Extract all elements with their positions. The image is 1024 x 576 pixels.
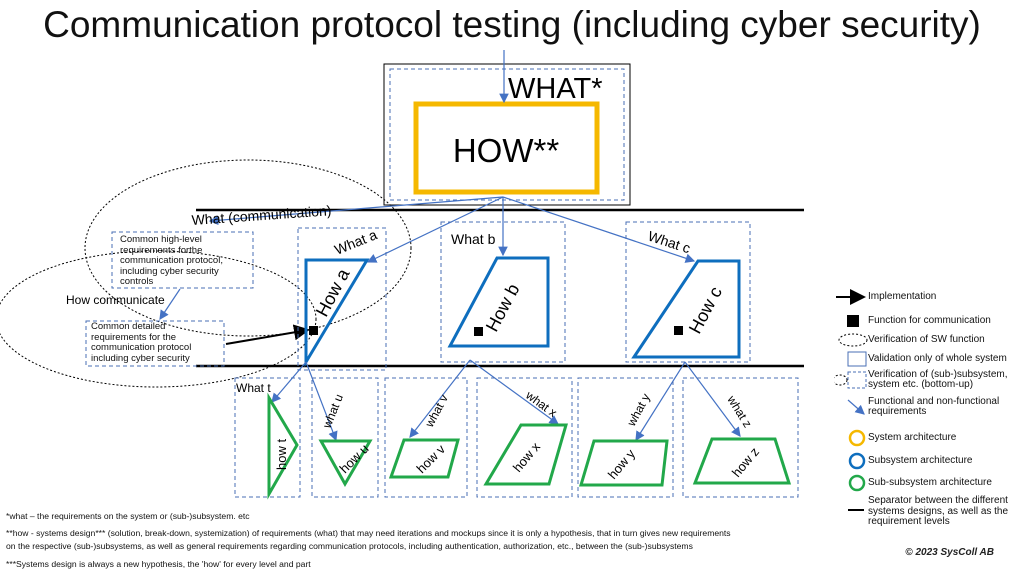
dotted-ellipse-icon: [838, 333, 868, 347]
what-y-label: what y: [624, 391, 653, 429]
sub-subsystem-v-box: [384, 377, 468, 498]
legend-item-sub-subsystem-arch: Sub-subsystem architecture: [834, 474, 992, 492]
high-level-requirements-text: Common high-level requirements forthe co…: [120, 234, 223, 287]
legend-item-requirements: Functional and non-functional requiremen…: [834, 396, 1024, 418]
blue-arrow-icon: [847, 399, 865, 415]
sub-subsystem-t-shape: [267, 392, 299, 500]
req-arrow-b-to-x: [469, 359, 559, 425]
implementation-arrow-icon: [836, 289, 866, 305]
how-x-label: how x: [510, 439, 544, 475]
legend-item-implementation: Implementation: [834, 288, 936, 306]
detailed-requirements-text: Common detailed requirements for the com…: [91, 321, 192, 364]
what-u-label: what u: [319, 392, 346, 431]
legend-item-validation: Validation only of whole system: [834, 350, 1007, 368]
comm-function-a: [309, 326, 318, 335]
sub-subsystem-y-shape: [578, 439, 669, 487]
req-arrow-a-to-u: [305, 361, 338, 442]
how-communicate-label: How communicate: [66, 293, 165, 307]
subsystem-a-dashed-box: [297, 227, 387, 371]
req-arrow-to-c: [502, 196, 696, 263]
legend-item-subsystem-arch: Subsystem architecture: [834, 452, 973, 470]
implementation-arrow: [225, 324, 310, 345]
legend-label: Subsystem architecture: [868, 454, 973, 466]
how-b-label: How b: [482, 280, 524, 334]
legend-label: Validation only of whole system: [868, 352, 1007, 364]
legend-item-communication: Function for communication: [834, 312, 991, 330]
sub-subsystem-z-box: [682, 377, 799, 498]
subsystem-b-shape: [447, 256, 550, 348]
req-arrow-to-what-comm: [208, 196, 504, 226]
footnote-how-line2: on the respective (sub-)subsystems, as w…: [6, 541, 693, 551]
legend-label: System architecture: [868, 431, 957, 443]
legend-label: Implementation: [868, 290, 937, 302]
sub-subsystem-u-box: [311, 377, 379, 498]
req-arrow-b-to-v: [409, 359, 471, 438]
legend-item-bottom-up: Verification of (sub-)subsystem, system …: [834, 369, 1024, 391]
footnote-what: *what – the requirements on the system o…: [6, 511, 250, 521]
sub-subsystem-z-shape: [692, 437, 792, 485]
legend-label: Functional and non-functional requiremen…: [868, 395, 1000, 417]
what-z-label: what z: [724, 392, 755, 430]
system-outer-box: [383, 63, 631, 206]
legend-item-system-arch: System architecture: [834, 429, 956, 447]
sw-verification-ellipse-upper: [84, 159, 412, 337]
how-t-label: how t: [274, 439, 289, 470]
detailed-requirements-box: [85, 320, 225, 367]
orange-circle-icon: [848, 429, 866, 447]
legend-item-separator: Separator between the different systems …: [834, 495, 1024, 529]
req-arrow-a-to-t: [271, 361, 307, 403]
legend-item-sw-verification: Verification of SW function: [834, 331, 985, 349]
what-t-label: What t: [236, 381, 271, 395]
sub-subsystem-x-box: [476, 377, 573, 498]
legend-label: Verification of SW function: [868, 333, 985, 345]
what-top-label: WHAT*: [508, 73, 603, 105]
what-b-label: What b: [451, 231, 496, 247]
legend-label: Function for communication: [868, 314, 991, 326]
req-arrow-to-a: [366, 196, 504, 263]
legend-label: Verification of (sub-)subsystem, system …: [868, 368, 1008, 390]
sub-subsystem-y-box: [577, 377, 674, 498]
what-a-label: What a: [332, 226, 379, 258]
solid-box-icon: [847, 351, 867, 367]
subsystem-b-dashed-box: [440, 221, 566, 363]
comm-function-b: [474, 327, 483, 336]
separator-line-icon: [848, 509, 864, 511]
blue-circle-icon: [848, 452, 866, 470]
footnote-how-line1: **how - systems design*** (solution, bre…: [6, 528, 731, 538]
how-z-label: how z: [729, 444, 762, 480]
high-level-requirements-box: [111, 231, 254, 289]
how-v-label: how v: [414, 441, 449, 476]
req-arrow-c-to-z: [684, 361, 741, 437]
sub-subsystem-u-shape: [318, 439, 373, 488]
subsystem-a-shape: [304, 258, 370, 368]
dashed-ellipse-box-icon: [834, 371, 867, 389]
system-architecture-box: [413, 101, 600, 195]
subsystem-c-dashed-box: [625, 221, 751, 363]
sub-subsystem-t-box: [234, 377, 301, 498]
req-arrow-high-to-detail: [159, 288, 181, 320]
what-communication-label: What (communication): [191, 202, 332, 228]
communication-function-square-icon: [847, 315, 859, 327]
how-c-label: How c: [685, 283, 726, 337]
what-c-label: What c: [646, 228, 692, 257]
sub-subsystem-x-shape: [483, 423, 568, 486]
page-title: Communication protocol testing (includin…: [43, 4, 981, 45]
what-v-label: what v: [422, 392, 451, 430]
legend-label: Sub-subsystem architecture: [868, 476, 992, 488]
legend-label: Separator between the different systems …: [868, 495, 1009, 528]
how-top-label: HOW**: [453, 132, 559, 169]
subsystem-c-shape: [631, 259, 741, 359]
footnote-systems-design: ***Systems design is always a new hypoth…: [6, 559, 311, 569]
green-circle-icon: [848, 474, 866, 492]
comm-function-c: [674, 326, 683, 335]
sw-verification-ellipse-lower: [0, 250, 317, 388]
how-y-label: how y: [605, 446, 639, 482]
what-x-label: what x: [522, 388, 559, 420]
req-arrow-c-to-y: [635, 361, 686, 442]
sub-subsystem-v-shape: [388, 438, 460, 479]
copyright: © 2023 SysColl AB: [905, 547, 994, 558]
